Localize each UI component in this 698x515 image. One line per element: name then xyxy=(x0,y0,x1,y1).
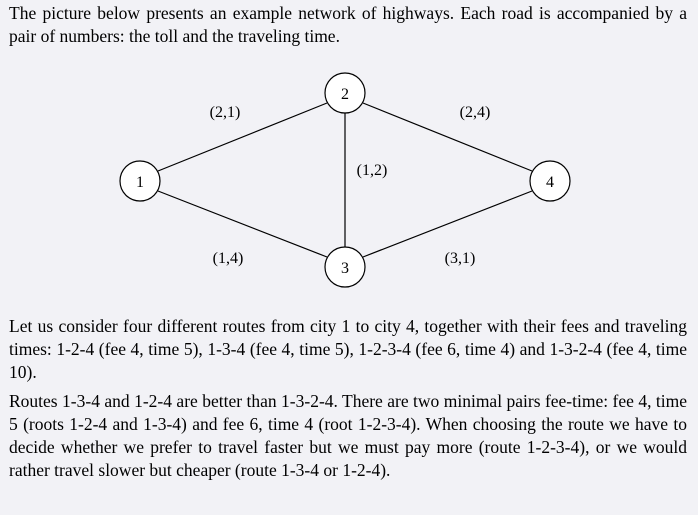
edge-2-4 xyxy=(362,102,533,172)
edge-1-3 xyxy=(157,190,328,258)
conclusion-paragraph: Routes 1-3-4 and 1-2-4 are better than 1… xyxy=(9,391,687,480)
edge-label: (2,4) xyxy=(460,104,491,121)
node-2 xyxy=(324,72,366,114)
edge-1-2 xyxy=(157,102,328,172)
node-1 xyxy=(119,160,161,202)
edge-3-4 xyxy=(362,190,533,258)
intro-paragraph: The picture below presents an example ne… xyxy=(9,3,687,46)
node-4 xyxy=(529,160,571,202)
node-3 xyxy=(324,246,366,288)
edge-label: (1,4) xyxy=(213,250,244,267)
node-label: 3 xyxy=(341,260,349,277)
node-label: 1 xyxy=(136,174,144,191)
edge-label: (3,1) xyxy=(445,250,476,267)
routes-paragraph: Let us consider four different routes fr… xyxy=(9,316,687,382)
node-label: 2 xyxy=(341,86,349,103)
node-label: 4 xyxy=(546,174,554,191)
edge-label: (1,2) xyxy=(357,162,388,179)
edge-label: (2,1) xyxy=(210,104,241,121)
